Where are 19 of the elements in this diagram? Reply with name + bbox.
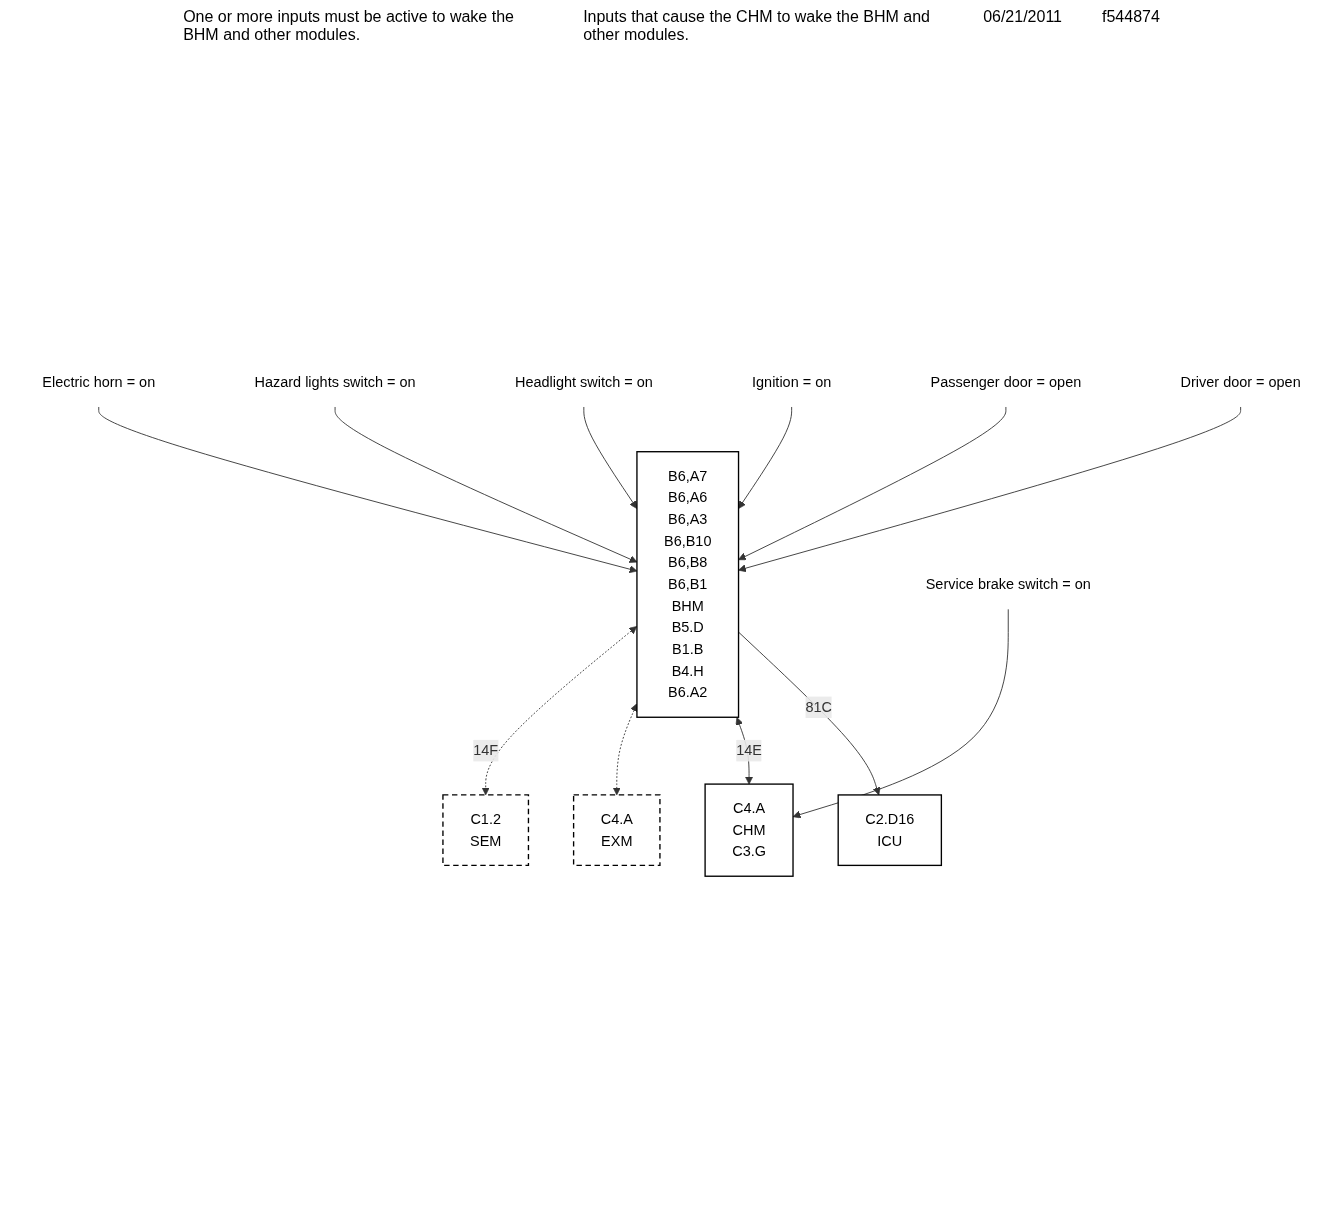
- node-text: Headlight switch = on: [514, 374, 653, 390]
- node-text: Hazard lights switch = on: [254, 374, 416, 390]
- edge-label: 14E: [736, 742, 762, 758]
- node-box: B6,A7 B6,A6 B6,A3 B6,B10 B6,B8 B6,B1 BHM B5.D B1.B B4.H B6.A2: [636, 451, 740, 718]
- node-box: C1.2 SEM: [442, 794, 530, 867]
- node-box: C2.D16 ICU: [837, 794, 943, 867]
- node-box: C4.A CHM C3.G: [704, 783, 794, 877]
- note-text: One or more inputs must be active to wake the BHM and other modules.: [183, 8, 515, 44]
- node-text: Driver door = open: [1180, 374, 1301, 390]
- edge-label: 81C: [805, 699, 832, 715]
- node-box: C4.A EXM: [572, 794, 661, 867]
- reference-text: 06/21/2011: [983, 8, 1062, 27]
- node-text: Electric horn = on: [42, 374, 156, 390]
- reference-text: f544874: [1102, 8, 1160, 27]
- note-text: Inputs that cause the CHM to wake the BHM and other modules.: [583, 8, 931, 44]
- node-text: Passenger door = open: [930, 374, 1082, 390]
- node-text: Service brake switch = on: [925, 576, 1091, 592]
- node-text: Ignition = on: [752, 374, 832, 390]
- edge-label: 14F: [473, 742, 499, 758]
